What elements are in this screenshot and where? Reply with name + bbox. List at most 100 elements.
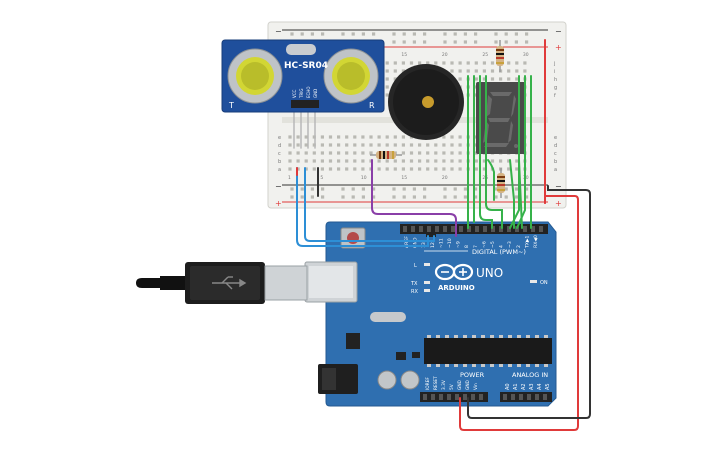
header-socket [439, 394, 443, 400]
wires [293, 39, 591, 431]
chip-pin [526, 364, 530, 367]
breadboard-hole [434, 151, 438, 155]
breadboard-hole [385, 69, 389, 73]
breadboard-hole [474, 69, 478, 73]
rail-hole [463, 32, 467, 36]
piezo-buzzer[interactable] [388, 64, 464, 140]
chip-pin [427, 364, 431, 367]
wire-blue-1 [296, 167, 429, 247]
breadboard-hole [450, 143, 454, 147]
digital-pin-label: 7 [473, 245, 479, 248]
chip-pin [481, 335, 485, 338]
ultrasonic-sensor[interactable]: HC-SR04 T R VCC TRIG ECHO GND [221, 39, 385, 113]
breadboard-hole [507, 61, 511, 65]
breadboard-hole [442, 159, 446, 163]
rail-hole [443, 32, 447, 36]
chip-pin [508, 364, 512, 367]
rail-hole [525, 32, 529, 36]
rail-hole [463, 195, 467, 199]
breadboard-hole [385, 159, 389, 163]
resistor-middle[interactable] [370, 151, 402, 159]
row-letter: e [278, 135, 281, 141]
breadboard-hole [409, 167, 414, 171]
breadboard-hole [361, 143, 365, 147]
rail-hole [514, 32, 518, 36]
row-letter: b [554, 159, 557, 165]
rail-hole [392, 32, 396, 36]
rail-hole [463, 187, 467, 191]
power-pin-label: RESET [433, 376, 439, 390]
breadboard-hole [450, 167, 454, 171]
chip-pin [544, 364, 548, 367]
header-socket [447, 394, 451, 400]
usb-cable[interactable] [136, 262, 308, 304]
rail-hole [310, 32, 314, 36]
breadboard-hole [385, 61, 389, 65]
breadboard-hole [288, 159, 292, 163]
digital-header [400, 224, 548, 234]
breadboard-hole [418, 61, 422, 65]
rail-hole [402, 187, 406, 191]
rail-hole [514, 195, 518, 199]
power-header [420, 392, 488, 402]
rail-hole [351, 32, 355, 36]
header-socket [411, 226, 415, 232]
header-socket [483, 226, 487, 232]
wire-black-ground [467, 185, 591, 419]
breadboard-hole [312, 167, 316, 171]
breadboard-hole [418, 167, 422, 171]
rail-hole [321, 187, 325, 191]
rail-minus-label-top: − [275, 27, 282, 36]
rail-hole [300, 195, 304, 199]
breadboard-hole [353, 143, 357, 147]
breadboard-hole [296, 167, 300, 171]
power-pin-label: Vin [473, 383, 479, 390]
seven-segment-display[interactable] [476, 82, 526, 154]
rail-hole [453, 187, 457, 191]
breadboard-hole [442, 143, 446, 147]
breadboard-hole [288, 167, 292, 171]
rail-hole [310, 195, 314, 199]
row-letter: g [554, 85, 557, 91]
segment-b [511, 95, 516, 117]
power-pin-label: 5V [449, 384, 455, 390]
digital-pin-label: 8 [464, 245, 470, 248]
brand-label: ARDUINO [438, 284, 475, 292]
rail-hole [351, 187, 355, 191]
rail-minus-label-bottom: − [275, 182, 282, 191]
breadboard-hole [328, 143, 333, 147]
resistor-bottom[interactable] [497, 168, 505, 198]
column-number: 20 [442, 52, 448, 58]
rail-hole [443, 195, 447, 199]
header-socket [467, 226, 471, 232]
breadboard-hole [369, 143, 373, 147]
breadboard-hole [442, 151, 446, 155]
sensor-pin-vcc: VCC [292, 89, 297, 98]
row-letter: d [278, 143, 281, 149]
rail-hole [504, 195, 508, 199]
breadboard-hole [377, 159, 381, 163]
rail-hole [514, 40, 518, 44]
digital-pin-label: TX▶1 [524, 236, 530, 249]
resistor-top[interactable] [496, 40, 504, 72]
rail-plus-label-top-right: + [555, 43, 562, 52]
breadboard-hole [523, 61, 527, 65]
breadboard-hole [418, 159, 422, 163]
capacitor-right [400, 370, 420, 390]
breadboard-hole [434, 143, 438, 147]
header-socket [471, 394, 475, 400]
breadboard-hole [418, 143, 422, 147]
breadboard-hole [296, 143, 300, 147]
rail-hole [453, 40, 457, 44]
breadboard-hole [409, 61, 414, 65]
arduino-logo [434, 263, 474, 281]
breadboard-hole [345, 159, 349, 163]
rail-hole [412, 195, 416, 199]
chip-pin [490, 335, 494, 338]
sensor-pin-echo: ECHO [306, 87, 311, 98]
crystal-oscillator [370, 312, 406, 322]
breadboard-hole [409, 159, 414, 163]
rail-hole [474, 32, 478, 36]
